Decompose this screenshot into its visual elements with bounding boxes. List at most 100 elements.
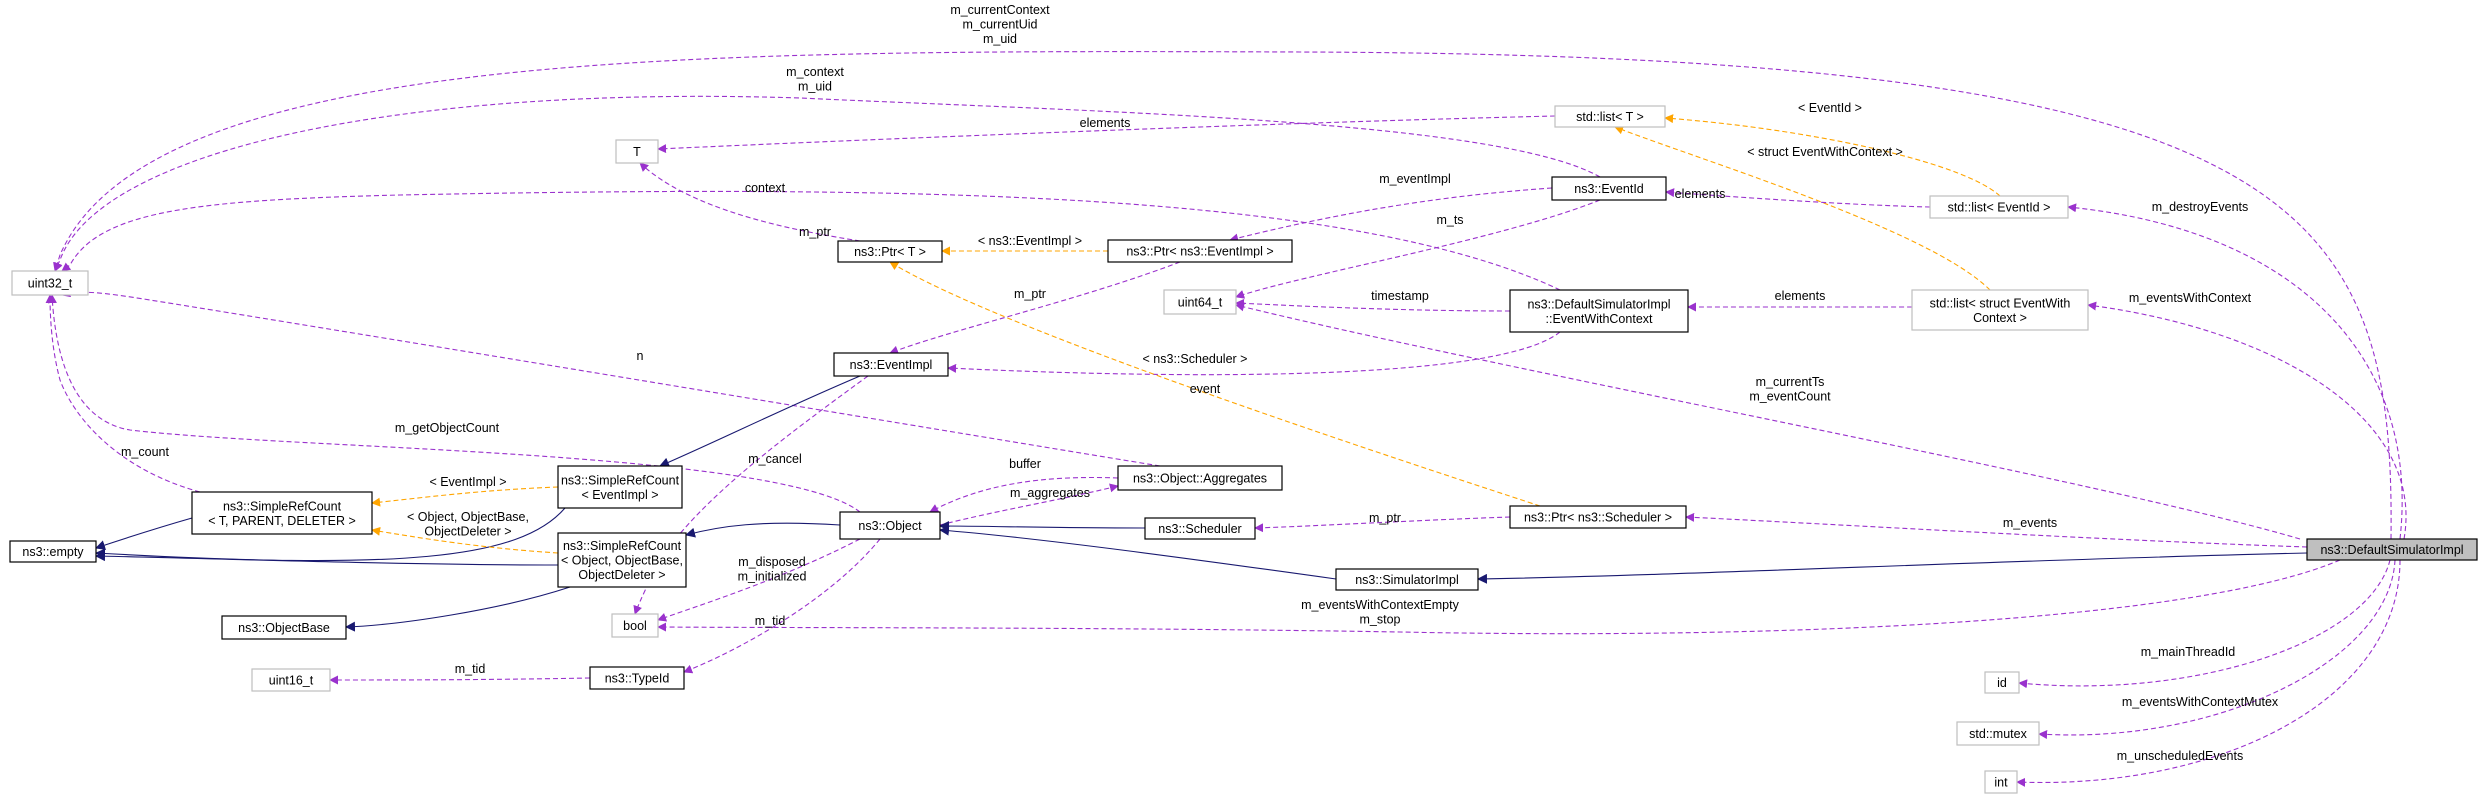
edge-src-eventimpl-tmpl xyxy=(371,486,559,507)
edge-label: ObjectDeleter > xyxy=(424,525,511,539)
node-box xyxy=(611,613,659,638)
node-ns3-eventimpl[interactable]: ns3::EventImpl xyxy=(833,352,949,377)
edge-label: m_uid xyxy=(983,32,1017,46)
node-label: ns3::TypeId xyxy=(605,672,670,686)
node-std-mutex: std::mutex xyxy=(1956,721,2040,746)
edge-refcount-empty xyxy=(95,517,193,550)
node-box xyxy=(1984,671,2020,694)
edge-typeid-tid xyxy=(329,675,591,685)
node-label: ns3::Ptr< ns3::EventImpl > xyxy=(1126,245,1273,259)
node-label: ns3::SimulatorImpl xyxy=(1355,573,1459,587)
node-label: ns3::EventId xyxy=(1574,182,1644,196)
node-bool: bool xyxy=(611,613,659,638)
edge-label: < ns3::EventImpl > xyxy=(978,234,1082,248)
edges-layer xyxy=(45,51,2407,787)
edge-inherit-simimpl xyxy=(1477,552,2308,584)
node-box xyxy=(615,139,659,164)
edge-object-aggregates xyxy=(939,483,1119,526)
node-box xyxy=(221,615,347,640)
node-ns3-ptr-t[interactable]: ns3::Ptr< T > xyxy=(837,240,943,263)
node-ns3-eventwithcontext[interactable]: ns3::DefaultSimulatorImpl::EventWithCont… xyxy=(1509,289,1689,333)
node-label: T xyxy=(633,145,641,159)
edge-label: < EventImpl > xyxy=(429,475,506,489)
edge-label: m_aggregates xyxy=(1010,486,1090,500)
node-ns3-object-aggregates[interactable]: ns3::Object::Aggregates xyxy=(1117,465,1283,491)
node-label: ns3::Object xyxy=(858,519,922,533)
edge-label: m_currentTs xyxy=(1756,375,1825,389)
edge-ptr-sched-mptr xyxy=(1254,516,1511,533)
node-label: ns3::DefaultSimulatorImpl xyxy=(2320,543,2463,557)
edge-aggregates-buffer xyxy=(929,476,1119,513)
node-label: uint64_t xyxy=(1178,296,1223,310)
node-ns3-simplerefcount-object[interactable]: ns3::SimpleRefCount< Object, ObjectBase,… xyxy=(557,532,687,588)
node-ns3-defaultsimulatorimpl[interactable]: ns3::DefaultSimulatorImpl xyxy=(2306,538,2478,561)
node-ns3-simplerefcount-eventimpl[interactable]: ns3::SimpleRefCount< EventImpl > xyxy=(557,465,683,509)
edge-object-disposed xyxy=(657,538,861,622)
node-label: ns3::DefaultSimulatorImpl xyxy=(1527,297,1670,311)
node-label: ns3::empty xyxy=(22,545,84,559)
node-box xyxy=(1984,770,2018,794)
node-int: int xyxy=(1984,770,2018,794)
node-label: bool xyxy=(623,619,647,633)
edge-label: elements xyxy=(1080,116,1131,130)
edge-label: m_eventCount xyxy=(1749,390,1831,404)
edge-label: < struct EventWithContext > xyxy=(1747,145,1903,159)
node-label: int xyxy=(1994,776,2008,790)
edge-label: m_tid xyxy=(455,662,486,676)
node-label: ObjectDeleter > xyxy=(578,568,665,582)
node-id: id xyxy=(1984,671,2020,694)
node-label: std::list< EventId > xyxy=(1948,201,2051,215)
node-ns3-ptr-scheduler[interactable]: ns3::Ptr< ns3::Scheduler > xyxy=(1509,505,1687,529)
edge-label: m_currentUid xyxy=(962,18,1037,32)
node-box xyxy=(2306,538,2478,561)
edge-ewc-event xyxy=(947,331,1561,376)
edge-label: m_ptr xyxy=(1014,287,1046,301)
node-box xyxy=(557,532,687,588)
node-ns3-empty[interactable]: ns3::empty xyxy=(9,540,97,563)
edge-label: m_count xyxy=(121,445,169,459)
edge-ptrT-mptr xyxy=(639,162,861,242)
edge-events-with-ctx xyxy=(2087,301,2407,540)
edge-ptr-sched-tmpl xyxy=(889,261,1541,507)
node-label: uint16_t xyxy=(269,674,314,688)
node-ns3-objectbase[interactable]: ns3::ObjectBase xyxy=(221,615,347,640)
node-box xyxy=(1144,517,1256,540)
node-label: < T, PARENT, DELETER > xyxy=(208,514,356,528)
node-ns3-object[interactable]: ns3::Object xyxy=(839,511,941,540)
edge-scheduler-inherit xyxy=(939,521,1146,532)
node-box xyxy=(839,511,941,540)
node-label: std::list< struct EventWith xyxy=(1930,296,2071,310)
edge-list-ewc-tmpl xyxy=(1614,125,1991,291)
edge-label: event xyxy=(1190,382,1221,396)
edge-aggregates-n xyxy=(61,288,1161,467)
edge-src-object-tmpl xyxy=(371,526,559,554)
edge-src-object-inherit xyxy=(345,586,571,632)
edge-label: < ns3::Scheduler > xyxy=(1143,352,1248,366)
node-box xyxy=(9,540,97,563)
node-label: ns3::Ptr< ns3::Scheduler > xyxy=(1524,511,1672,525)
node-ns3-scheduler[interactable]: ns3::Scheduler xyxy=(1144,517,1256,540)
edge-label: m_ptr xyxy=(1369,511,1401,525)
node-ns3-simplerefcount-t[interactable]: ns3::SimpleRefCount< T, PARENT, DELETER … xyxy=(191,491,373,535)
edge-ewc-timestamp xyxy=(1235,298,1511,312)
edge-label: m_initialized xyxy=(738,570,807,584)
edge-label: m_getObjectCount xyxy=(395,421,500,435)
node-ns3-simulatorimpl[interactable]: ns3::SimulatorImpl xyxy=(1335,568,1479,591)
node-ns3-typeid[interactable]: ns3::TypeId xyxy=(589,666,685,690)
edge-eventimpl-cancel xyxy=(633,375,869,615)
node-label: std::list< T > xyxy=(1576,110,1644,124)
node-ns3-ptr-eventimpl[interactable]: ns3::Ptr< ns3::EventImpl > xyxy=(1107,239,1293,263)
edge-label: m_tid xyxy=(755,614,786,628)
edge-label: elements xyxy=(1775,289,1826,303)
edge-events xyxy=(1685,512,2308,548)
edge-unscheduled xyxy=(2016,559,2401,787)
edge-label: m_ptr xyxy=(799,225,831,239)
edge-label: context xyxy=(745,181,786,195)
edge-eventid-impl xyxy=(1229,187,1553,243)
node-ns3-eventid[interactable]: ns3::EventId xyxy=(1551,176,1667,201)
edge-eventimpl-inherit xyxy=(659,375,861,468)
edge-eventid-ctx xyxy=(54,95,1601,272)
edge-label: m_destroyEvents xyxy=(2152,200,2249,214)
edge-current-ts xyxy=(1235,302,2301,540)
